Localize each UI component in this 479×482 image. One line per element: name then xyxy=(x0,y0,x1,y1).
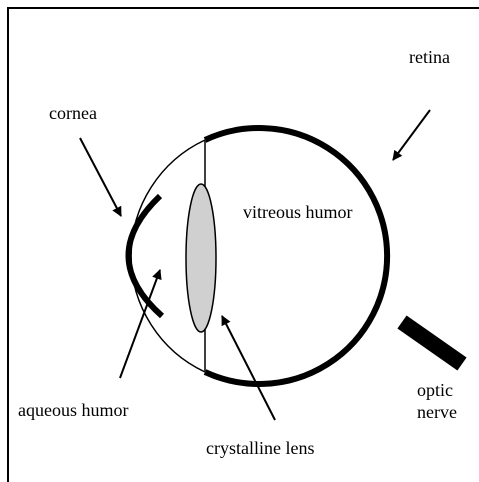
crystalline-lens-label: crystalline lens xyxy=(206,438,314,458)
crystalline-lens-shape xyxy=(186,184,216,332)
cornea-label: cornea xyxy=(49,103,97,123)
crystalline-lens-arrow xyxy=(222,316,275,420)
optic-nerve xyxy=(402,322,462,364)
optic-nerve-label-line1: optic xyxy=(417,380,453,400)
vitreous-humor-label: vitreous humor xyxy=(243,202,353,222)
retina-arrow xyxy=(393,110,430,160)
cornea-shape xyxy=(128,196,162,316)
optic-nerve-label-line2: nerve xyxy=(417,402,457,422)
retina-layer xyxy=(205,128,387,384)
cornea-arrow xyxy=(80,138,121,216)
retina-label: retina xyxy=(409,47,450,67)
aqueous-humor-label: aqueous humor xyxy=(18,400,128,420)
